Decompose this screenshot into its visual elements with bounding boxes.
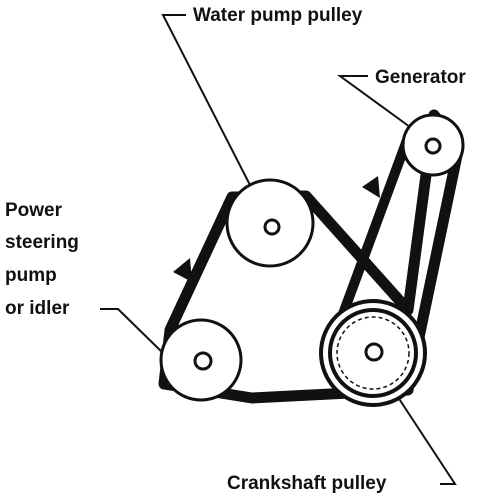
generator-label: Generator <box>375 67 466 88</box>
leader-lines <box>100 14 457 485</box>
water-pump-pulley <box>225 178 315 268</box>
crankshaft-hub <box>364 342 384 362</box>
power-steering-label-line-1: Power <box>5 200 63 221</box>
generator-leader <box>336 75 411 128</box>
belt-direction-arrows <box>173 176 380 282</box>
crankshaft-inner-ring <box>336 316 410 390</box>
power-steering-pulley <box>159 318 243 402</box>
power-steering-label-line-2: steering <box>5 232 79 253</box>
direction-arrow-right <box>362 176 380 198</box>
power-steering-label-line-4: or idler <box>5 298 70 319</box>
power-steering-leader <box>100 308 167 357</box>
water-pump-label: Water pump pulley <box>193 5 363 26</box>
belt-inner-run <box>335 130 415 324</box>
crankshaft-label: Crankshaft pulley <box>227 473 387 494</box>
power-steering-hub <box>193 351 213 371</box>
crankshaft-pulley <box>319 299 427 407</box>
power-steering-label-line-3: pump <box>5 265 57 286</box>
generator-hub <box>424 137 442 155</box>
water-pump-leader <box>161 14 251 186</box>
crankshaft-leader <box>389 384 457 485</box>
water-pump-hub <box>263 218 281 236</box>
generator-pulley <box>401 113 465 177</box>
direction-arrow-left <box>173 258 192 282</box>
